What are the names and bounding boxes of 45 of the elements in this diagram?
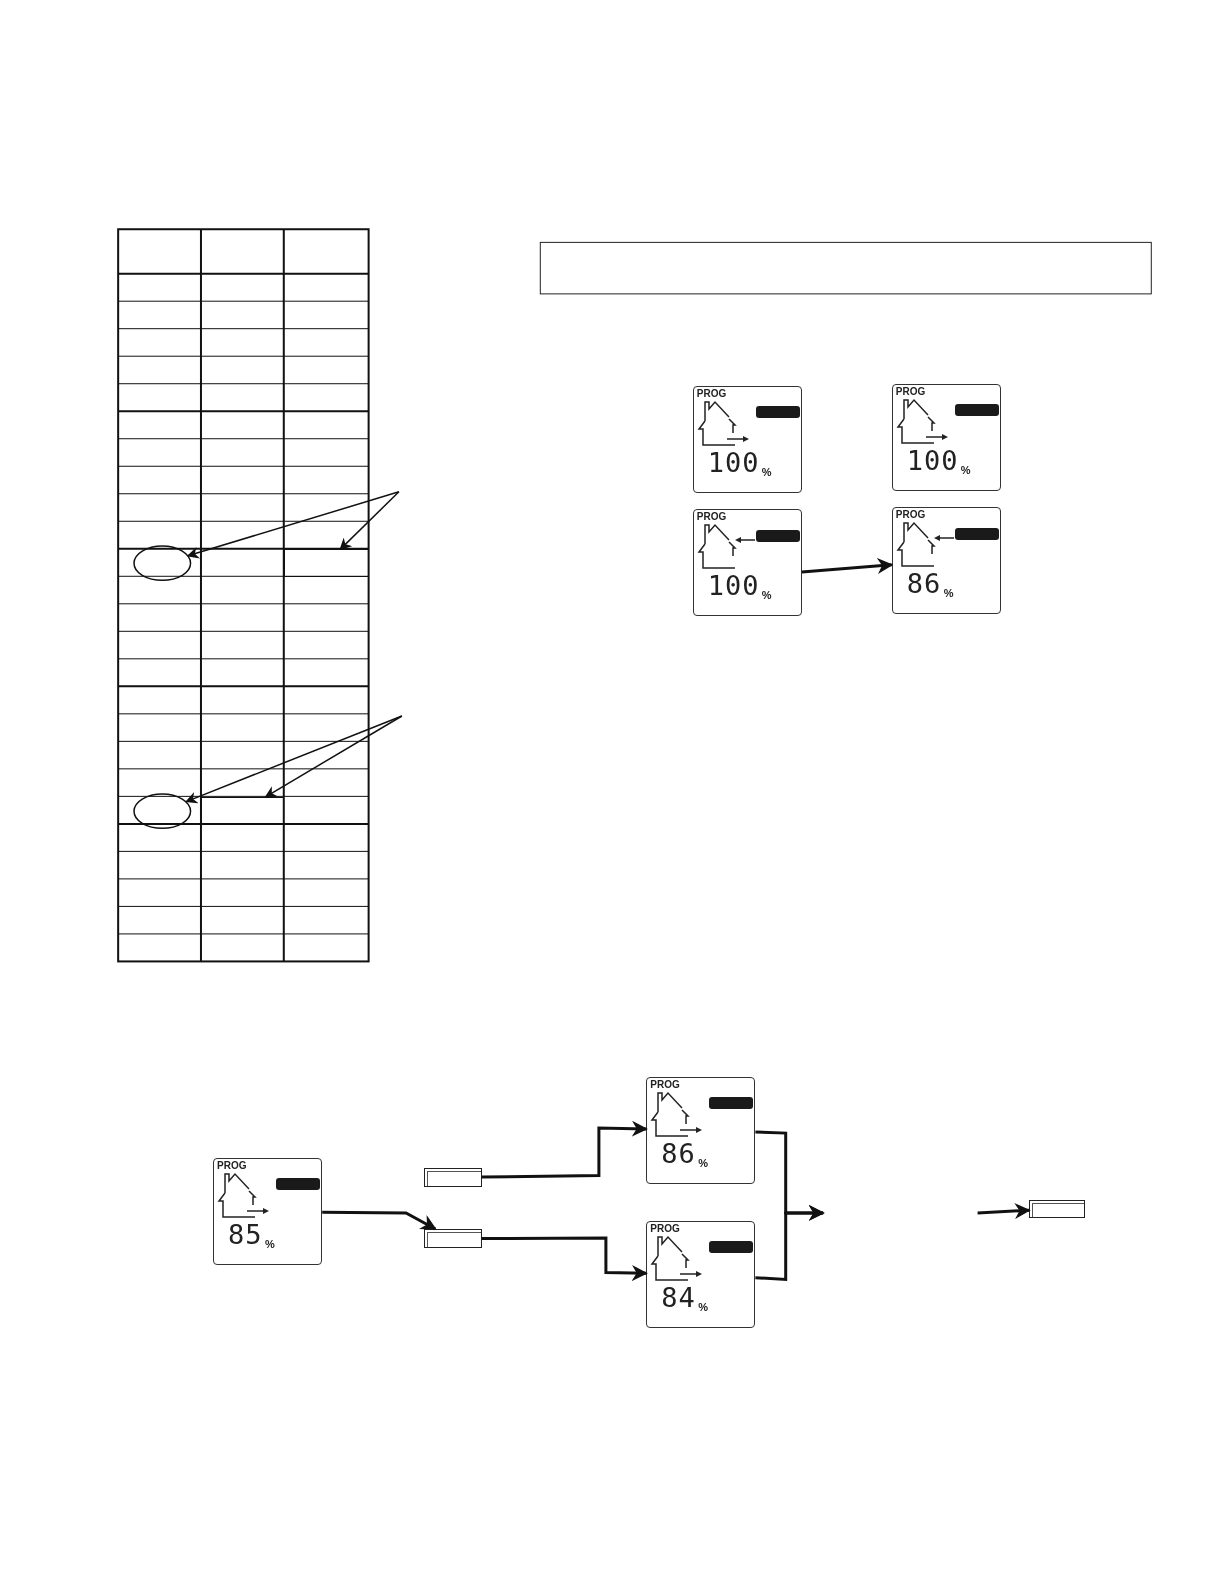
lcd-display [692, 385, 802, 493]
display-digits: 85 [228, 1221, 263, 1250]
percent-sign: % [943, 586, 954, 599]
lcd-display [692, 509, 802, 617]
key-symbol [1029, 1199, 1085, 1218]
prog-label: PROG [217, 1160, 247, 1173]
arrow [755, 1204, 825, 1282]
leader-line [339, 491, 400, 551]
arrow [801, 557, 894, 574]
table-cell [200, 796, 284, 825]
display-digits: 100 [906, 446, 959, 475]
arrow [977, 1203, 1031, 1219]
percent-sign: % [960, 463, 971, 476]
leader-line [185, 715, 403, 804]
lcd-display [646, 1076, 756, 1184]
display-digits: 84 [661, 1283, 696, 1312]
table-cell [283, 549, 369, 577]
key-symbol [424, 1168, 482, 1187]
display-digits: 86 [906, 569, 942, 598]
leader-line [186, 491, 400, 559]
arrow [481, 1236, 648, 1281]
lcd-display [646, 1220, 756, 1328]
prog-label: PROG [650, 1222, 680, 1235]
percent-sign: % [761, 589, 772, 601]
display-digits: 100 [707, 448, 760, 477]
key-symbol [424, 1229, 482, 1249]
lcd-display [891, 383, 1001, 491]
prog-label: PROG [895, 508, 926, 521]
display-digits: 100 [707, 572, 760, 600]
display-digits: 86 [661, 1139, 696, 1168]
percent-sign: % [265, 1238, 275, 1251]
arrow [322, 1210, 437, 1231]
arrow [481, 1120, 648, 1179]
prog-label: PROG [650, 1078, 680, 1091]
percent-sign: % [698, 1300, 709, 1313]
prog-label: PROG [696, 511, 727, 523]
percent-sign: % [698, 1156, 709, 1169]
leader-line [264, 715, 403, 798]
percent-sign: % [761, 465, 772, 478]
lcd-display [891, 506, 1001, 614]
lcd-display [213, 1158, 323, 1266]
circled-mark [132, 791, 193, 831]
prog-label: PROG [895, 385, 926, 398]
prog-label: PROG [696, 387, 727, 400]
circled-mark [132, 544, 193, 583]
